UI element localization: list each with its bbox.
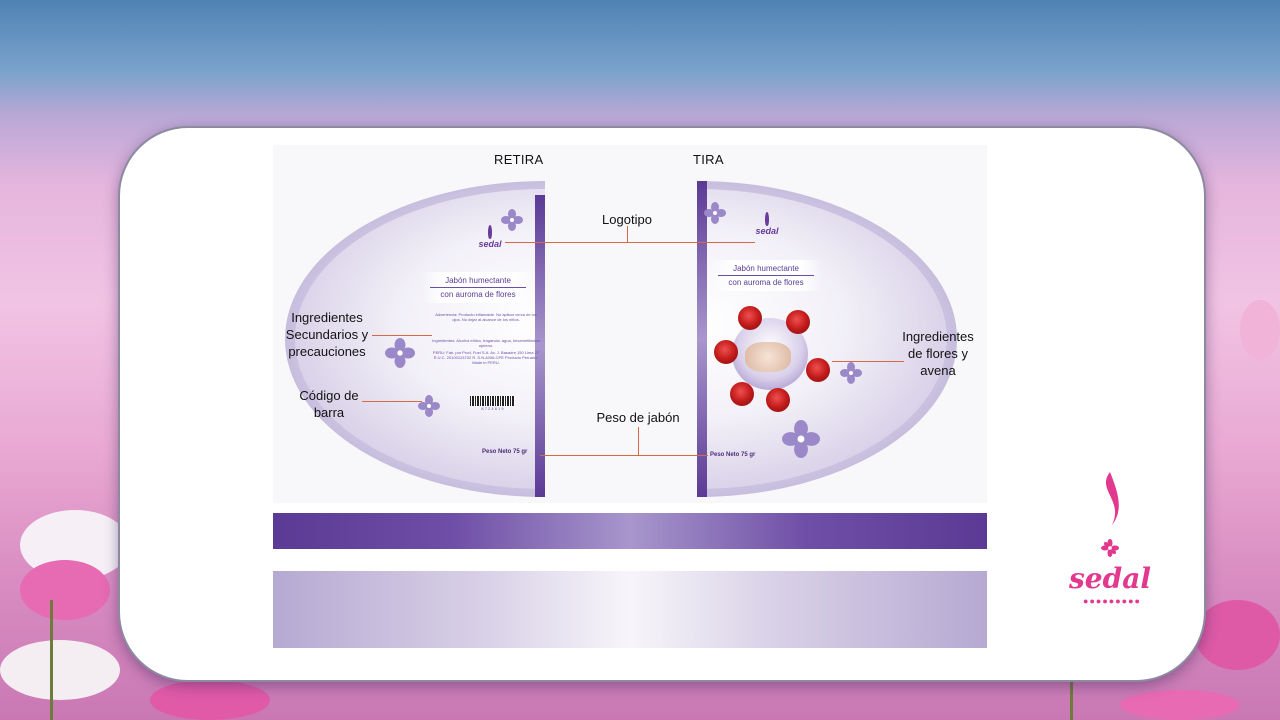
rose-icon [730,382,754,406]
retira-product-name-line1: Jabón humectante [445,276,511,285]
retira-edge-strip [535,195,545,497]
warning-text: Advertencia: Producto inflamable. No apl… [435,312,537,322]
violet-flower-icon [782,420,820,458]
tira-weight: Peso Neto 75 gr [710,452,756,458]
rose-icon [786,310,810,334]
dark-violet-band [273,513,987,549]
retira-title: RETIRA [494,152,544,167]
brand-dots: ●●●●●●●●● [1083,596,1141,606]
violet-flower-icon [418,395,440,417]
tira-product-name-line2: con auroma de flores [728,278,804,287]
peso-jabon-label: Peso de jabón [596,410,680,425]
ingredients-text: Ingredientes: Alcohol etílico, fragancia… [432,338,540,348]
flame-icon [1101,472,1119,557]
barcode-digits: 8 7 2 4 6 1 9 [481,406,504,411]
tira-mini-logo: sedal [752,212,782,236]
retira-mini-logo: sedal [475,225,505,249]
light-violet-band [273,571,987,648]
rose-icon [738,306,762,330]
rose-icon [714,340,738,364]
flores-line [832,361,904,362]
retira-panel [285,181,545,497]
tira-product-name-line1: Jabón humectante [733,264,799,273]
retira-product-name-line2: con auroma de flores [440,290,516,299]
violet-flower-icon [840,362,862,384]
violet-flower-icon [704,202,726,224]
retira-product-label: Jabón humectante con auroma de flores [422,272,534,303]
maker-text: PERU: Fab. por Prod. Fuel S.A. Av. J. Ba… [432,350,540,365]
logotipo-label: Logotipo [602,212,652,227]
logotipo-connector [627,226,628,242]
brand-name: sedal [1069,562,1151,595]
tira-title: TIRA [693,152,724,167]
tira-product-label: Jabón humectante con auroma de flores [710,260,822,291]
rose-icon [766,388,790,412]
logotipo-line [505,242,755,243]
ingredientes-secundarios-label: Ingredientes Secundarios y precauciones [285,310,369,359]
sedal-logo: sedal ●●●●●●●●● [1060,470,1160,610]
violet-flower-icon [501,209,523,231]
codigo-barra-label: Código de barra [299,388,359,420]
flower-wreath [710,300,830,412]
rose-icon [806,358,830,382]
tira-edge-strip [697,181,707,497]
codigo-line [362,401,422,402]
peso-line [540,455,708,456]
retira-weight: Peso Neto 75 gr [482,449,528,455]
retira-mini-logo-text: sedal [478,239,502,249]
peso-connector [638,427,639,455]
violet-flower-icon [385,338,415,368]
barcode [470,396,515,406]
ingredientes-flores-label: Ingredientes de flores y avena [902,329,974,378]
ingredientes-sec-line [372,335,432,336]
tira-mini-logo-text: sedal [755,226,779,236]
